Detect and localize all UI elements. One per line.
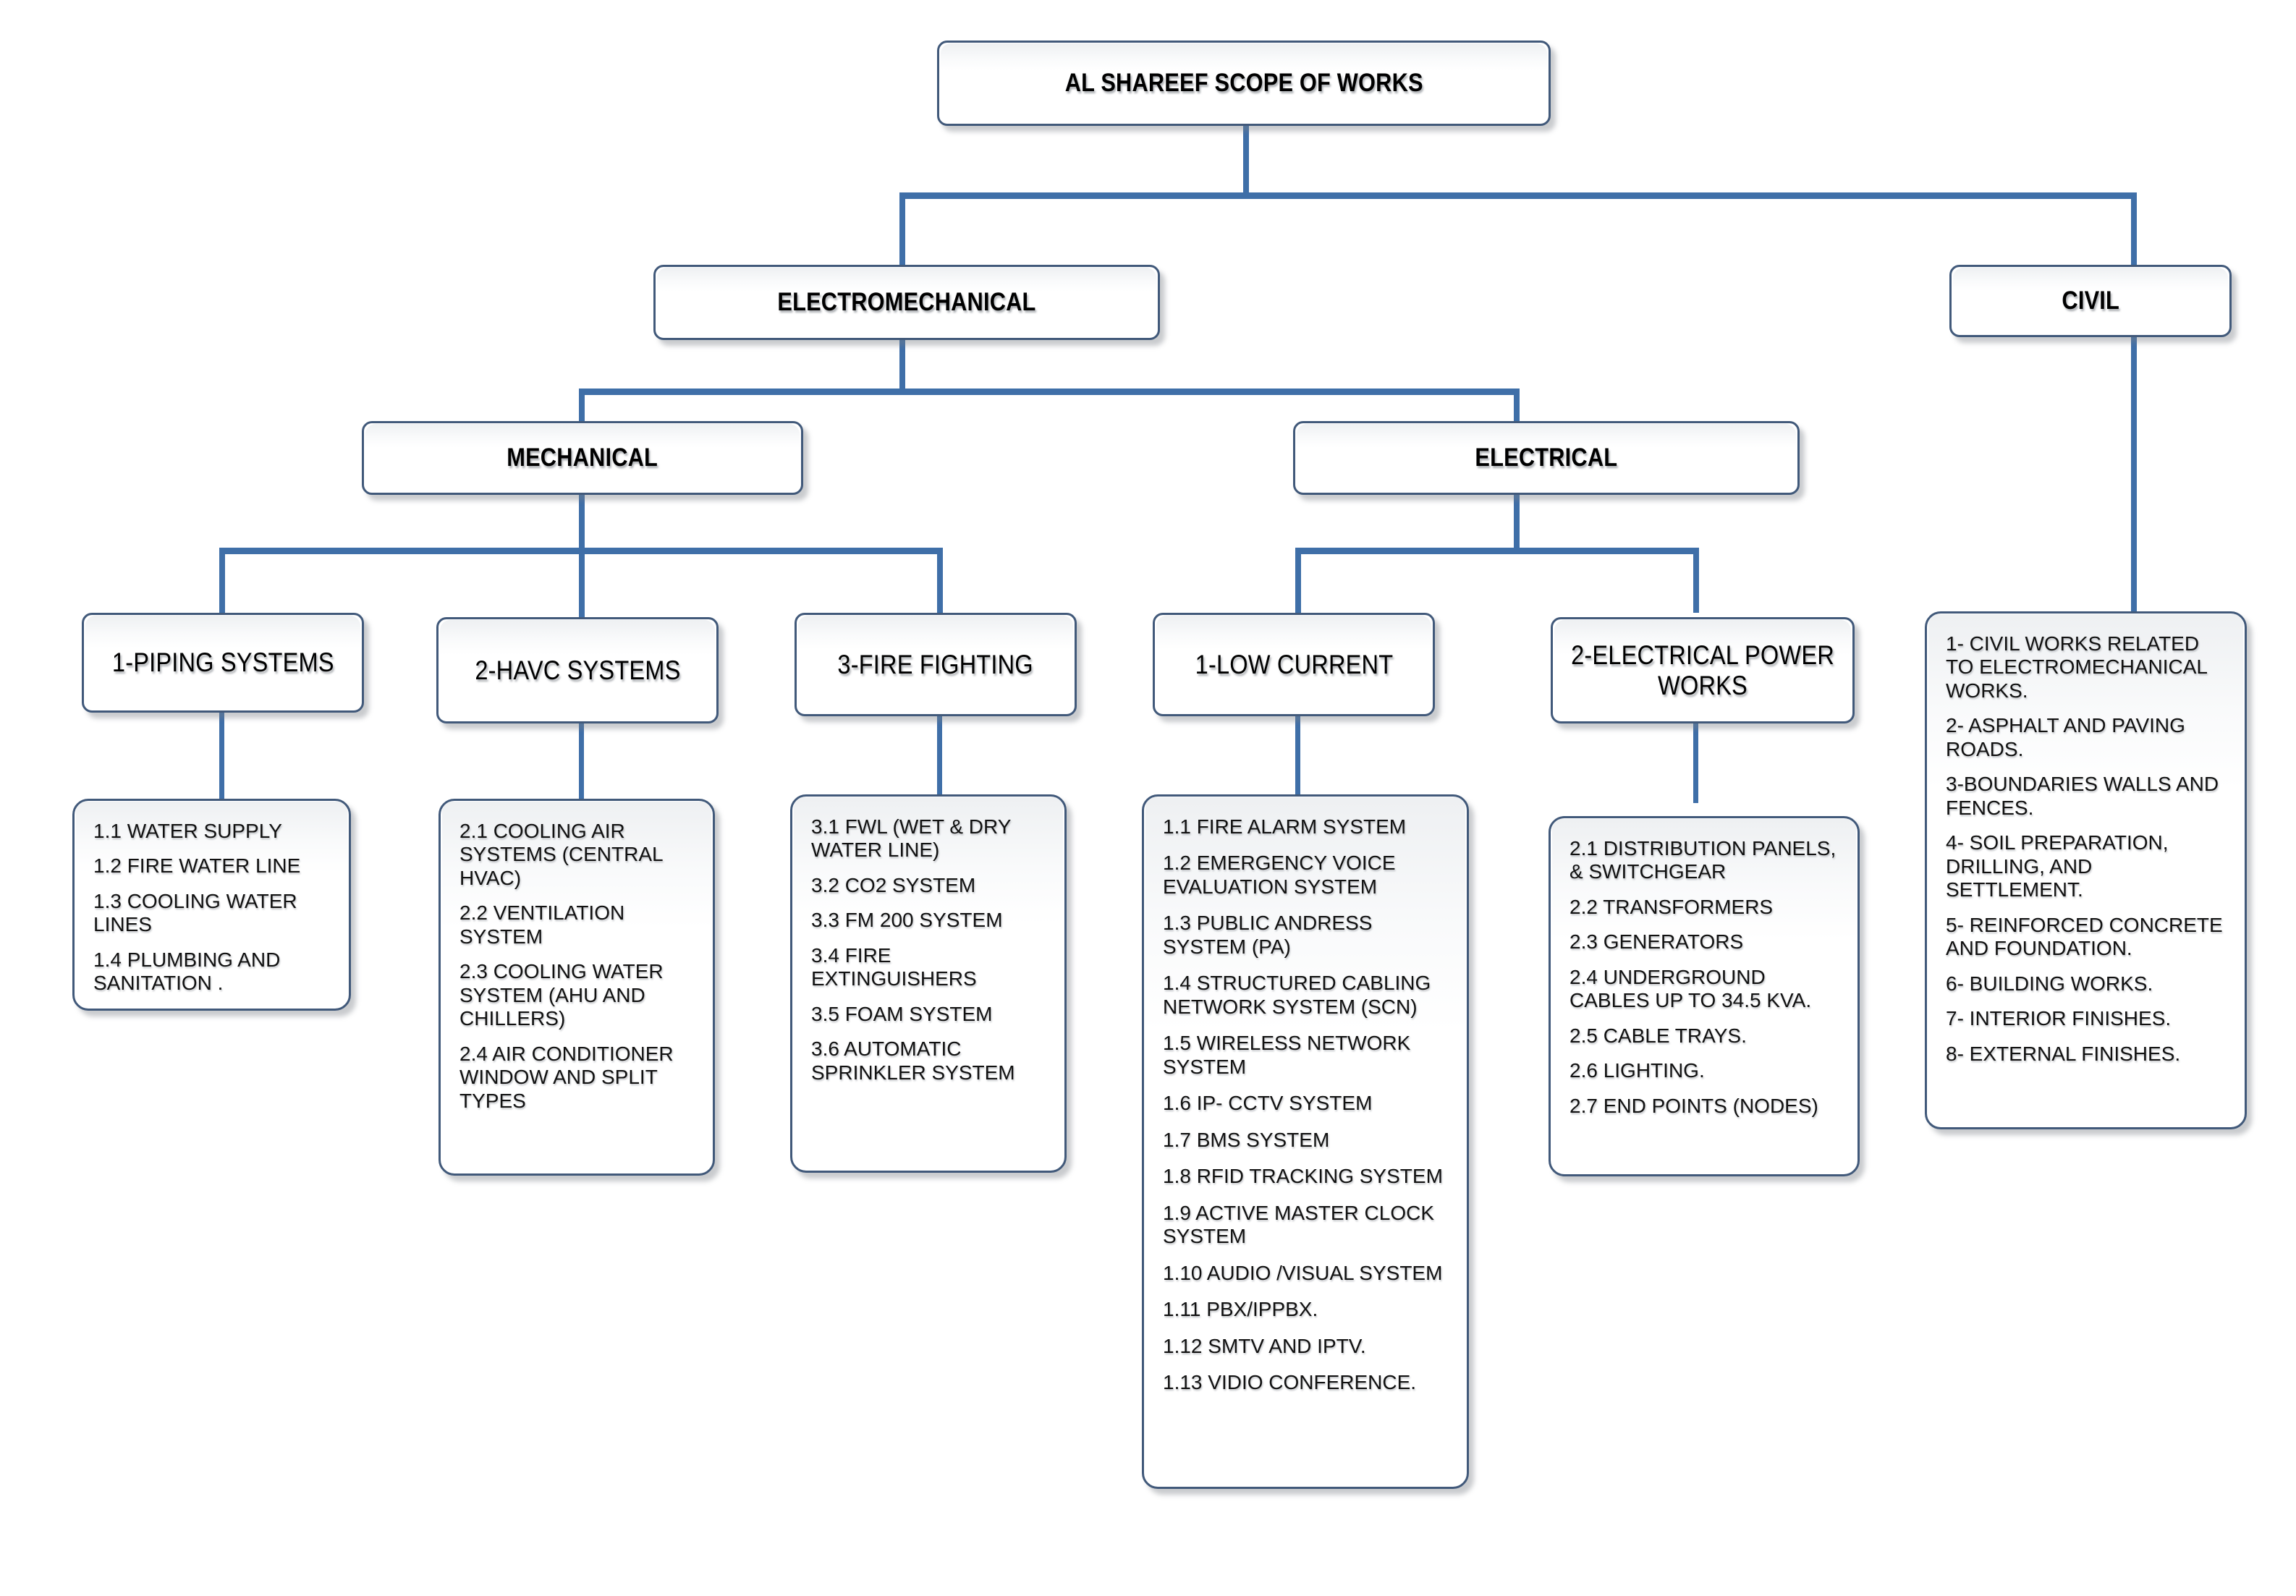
connector-bus-to-fire bbox=[937, 548, 943, 613]
list-item: 3.6 AUTOMATIC SPRINKLER SYSTEM bbox=[811, 1037, 1015, 1084]
connector-mechanical-down bbox=[579, 495, 585, 553]
node-havc-systems[interactable]: 2-HAVC SYSTEMS bbox=[436, 617, 719, 723]
list-item: 1.1 FIRE ALARM SYSTEM bbox=[1163, 815, 1407, 838]
node-electrical-power-works-label: 2-ELECTRICAL POWER WORKS bbox=[1571, 640, 1834, 700]
list-fire-fighting[interactable]: 3.1 FWL (WET & DRY WATER LINE) 3.2 CO2 S… bbox=[790, 794, 1067, 1173]
list-item: 2.2 VENTILATION SYSTEM bbox=[459, 901, 625, 948]
list-item: 1.2 FIRE WATER LINE bbox=[93, 854, 301, 878]
list-item: 1.4 PLUMBING AND SANITATION . bbox=[93, 948, 281, 995]
node-low-current[interactable]: 1-LOW CURRENT bbox=[1153, 613, 1435, 716]
list-item: 2.7 END POINTS (NODES) bbox=[1570, 1094, 1818, 1117]
connector-level1-bus bbox=[899, 192, 2137, 199]
list-item: 2.2 TRANSFORMERS bbox=[1570, 895, 1774, 918]
node-electrical[interactable]: ELECTRICAL bbox=[1293, 421, 1800, 495]
list-item: 3.4 FIRE EXTINGUISHERS bbox=[811, 943, 977, 990]
list-item: 1.7 BMS SYSTEM bbox=[1163, 1128, 1330, 1151]
list-item: 2.4 UNDERGROUND CABLES UP TO 34.5 KVA. bbox=[1570, 965, 1812, 1012]
node-piping-systems-label: 1-PIPING SYSTEMS bbox=[111, 648, 334, 678]
node-electromechanical[interactable]: ELECTROMECHANICAL bbox=[653, 265, 1160, 340]
list-civil-works[interactable]: 1- CIVIL WORKS RELATED TO ELECTROMECHANI… bbox=[1925, 611, 2247, 1129]
connector-civil-to-civil-list bbox=[2131, 334, 2137, 615]
list-item: 1.4 STRUCTURED CABLING NETWORK SYSTEM (S… bbox=[1163, 972, 1431, 1018]
list-item: 1.6 IP- CCTV SYSTEM bbox=[1163, 1092, 1373, 1115]
list-item: 1.10 AUDIO /VISUAL SYSTEM bbox=[1163, 1261, 1443, 1284]
list-item: 3.3 FM 200 SYSTEM bbox=[811, 909, 1003, 932]
list-item: 4- SOIL PREPARATION, DRILLING, AND SETTL… bbox=[1946, 831, 2169, 901]
node-piping-systems[interactable]: 1-PIPING SYSTEMS bbox=[82, 613, 364, 713]
list-item: 1- CIVIL WORKS RELATED TO ELECTROMECHANI… bbox=[1946, 632, 2207, 702]
connector-havc-to-list bbox=[579, 723, 584, 803]
list-item: 1.1 WATER SUPPLY bbox=[93, 820, 282, 842]
node-mechanical[interactable]: MECHANICAL bbox=[362, 421, 803, 495]
list-item: 1.9 ACTIVE MASTER CLOCK SYSTEM bbox=[1163, 1201, 1434, 1248]
node-mechanical-label: MECHANICAL bbox=[507, 443, 658, 472]
connector-electrical-down bbox=[1514, 495, 1520, 553]
node-electrical-label: ELECTRICAL bbox=[1475, 443, 1618, 472]
list-piping-systems[interactable]: 1.1 WATER SUPPLY 1.2 FIRE WATER LINE 1.3 … bbox=[72, 799, 351, 1011]
list-power-works-items: 2.1 DISTRIBUTION PANELS, & SWITCHGEAR 2.2… bbox=[1570, 837, 1842, 1118]
list-item: 1.3 COOLING WATER LINES bbox=[93, 889, 297, 936]
connector-level2-bus bbox=[579, 389, 1520, 395]
list-item: 8- EXTERNAL FINISHES. bbox=[1946, 1042, 2181, 1065]
list-item: 2.5 CABLE TRAYS. bbox=[1570, 1024, 1747, 1047]
list-item: 2.6 LIGHTING. bbox=[1570, 1059, 1705, 1082]
list-item: 5- REINFORCED CONCRETE AND FOUNDATION. bbox=[1946, 913, 2223, 960]
node-fire-fighting[interactable]: 3-FIRE FIGHTING bbox=[795, 613, 1077, 716]
list-item: 2.3 GENERATORS bbox=[1570, 930, 1744, 954]
node-root-label: AL SHAREEF SCOPE OF WORKS bbox=[1064, 69, 1423, 98]
node-civil-label: CIVIL bbox=[2062, 286, 2119, 315]
node-root[interactable]: AL SHAREEF SCOPE OF WORKS bbox=[937, 41, 1551, 126]
list-item: 2.4 AIR CONDITIONER WINDOW AND SPLIT TYP… bbox=[459, 1042, 674, 1112]
connector-lowcurrent-to-list bbox=[1295, 716, 1300, 796]
list-item: 2.1 DISTRIBUTION PANELS, & SWITCHGEAR bbox=[1570, 837, 1837, 883]
connector-bus-to-powerworks bbox=[1693, 548, 1699, 613]
node-electrical-power-works[interactable]: 2-ELECTRICAL POWER WORKS bbox=[1551, 617, 1855, 723]
list-item: 1.11 PBX/IPPBX. bbox=[1163, 1298, 1318, 1321]
list-item: 3.1 FWL (WET & DRY WATER LINE) bbox=[811, 815, 1011, 862]
list-item: 3-BOUNDARIES WALLS AND FENCES. bbox=[1946, 773, 2219, 819]
list-item: 3.5 FOAM SYSTEM bbox=[811, 1002, 993, 1025]
connector-bus-to-havc bbox=[579, 548, 585, 617]
connector-bus-to-lowcurrent bbox=[1295, 548, 1301, 613]
node-fire-fighting-label: 3-FIRE FIGHTING bbox=[837, 649, 1034, 679]
connector-electrical-bus bbox=[1295, 548, 1699, 554]
list-civil-items: 1- CIVIL WORKS RELATED TO ELECTROMECHANI… bbox=[1946, 632, 2229, 1066]
connector-bus-to-mechanical bbox=[579, 389, 585, 421]
list-low-current-items: 1.1 FIRE ALARM SYSTEM 1.2 EMERGENCY VOICE… bbox=[1163, 815, 1451, 1407]
list-item: 1.5 WIRELESS NETWORK SYSTEM bbox=[1163, 1032, 1411, 1078]
list-item: 3.2 CO2 SYSTEM bbox=[811, 873, 976, 896]
connector-bus-to-piping bbox=[219, 548, 225, 613]
list-item: 1.3 PUBLIC ANDRESS SYSTEM (PA) bbox=[1163, 912, 1373, 958]
list-item: 2.3 COOLING WATER SYSTEM (AHU AND CHILLE… bbox=[459, 960, 664, 1030]
list-low-current[interactable]: 1.1 FIRE ALARM SYSTEM 1.2 EMERGENCY VOICE… bbox=[1142, 794, 1469, 1489]
node-low-current-label: 1-LOW CURRENT bbox=[1195, 649, 1393, 679]
list-item: 2.1 COOLING AIR SYSTEMS (CENTRAL HVAC) bbox=[459, 820, 663, 889]
node-civil[interactable]: CIVIL bbox=[1949, 265, 2232, 337]
list-item: 1.12 SMTV AND IPTV. bbox=[1163, 1334, 1366, 1357]
list-electrical-power-works[interactable]: 2.1 DISTRIBUTION PANELS, & SWITCHGEAR 2.2… bbox=[1549, 816, 1860, 1176]
connector-powerworks-to-list bbox=[1693, 723, 1698, 803]
connector-bus-to-civil bbox=[2131, 192, 2137, 268]
list-item: 1.2 EMERGENCY VOICE EVALUATION SYSTEM bbox=[1163, 852, 1396, 898]
list-item: 6- BUILDING WORKS. bbox=[1946, 972, 2153, 995]
connector-root-down bbox=[1243, 123, 1249, 195]
list-fire-items: 3.1 FWL (WET & DRY WATER LINE) 3.2 CO2 S… bbox=[811, 815, 1049, 1084]
connector-bus-to-electrical bbox=[1514, 389, 1520, 421]
list-piping-items: 1.1 WATER SUPPLY 1.2 FIRE WATER LINE 1.3 … bbox=[93, 820, 333, 996]
list-havc-systems[interactable]: 2.1 COOLING AIR SYSTEMS (CENTRAL HVAC) 2.… bbox=[439, 799, 715, 1176]
list-item: 7- INTERIOR FINISHES. bbox=[1946, 1007, 2172, 1030]
list-havc-items: 2.1 COOLING AIR SYSTEMS (CENTRAL HVAC) 2.… bbox=[459, 820, 697, 1113]
node-electromechanical-label: ELECTROMECHANICAL bbox=[777, 288, 1036, 317]
connector-bus-to-electromechanical bbox=[899, 192, 905, 268]
connector-piping-to-list bbox=[219, 713, 224, 803]
connector-electromechanical-down bbox=[899, 337, 905, 394]
list-item: 1.8 RFID TRACKING SYSTEM bbox=[1163, 1165, 1443, 1188]
node-havc-systems-label: 2-HAVC SYSTEMS bbox=[474, 655, 681, 685]
connector-fire-to-list bbox=[937, 716, 942, 796]
list-item: 1.13 VIDIO CONFERENCE. bbox=[1163, 1370, 1417, 1393]
list-item: 2- ASPHALT AND PAVING ROADS. bbox=[1946, 714, 2185, 760]
